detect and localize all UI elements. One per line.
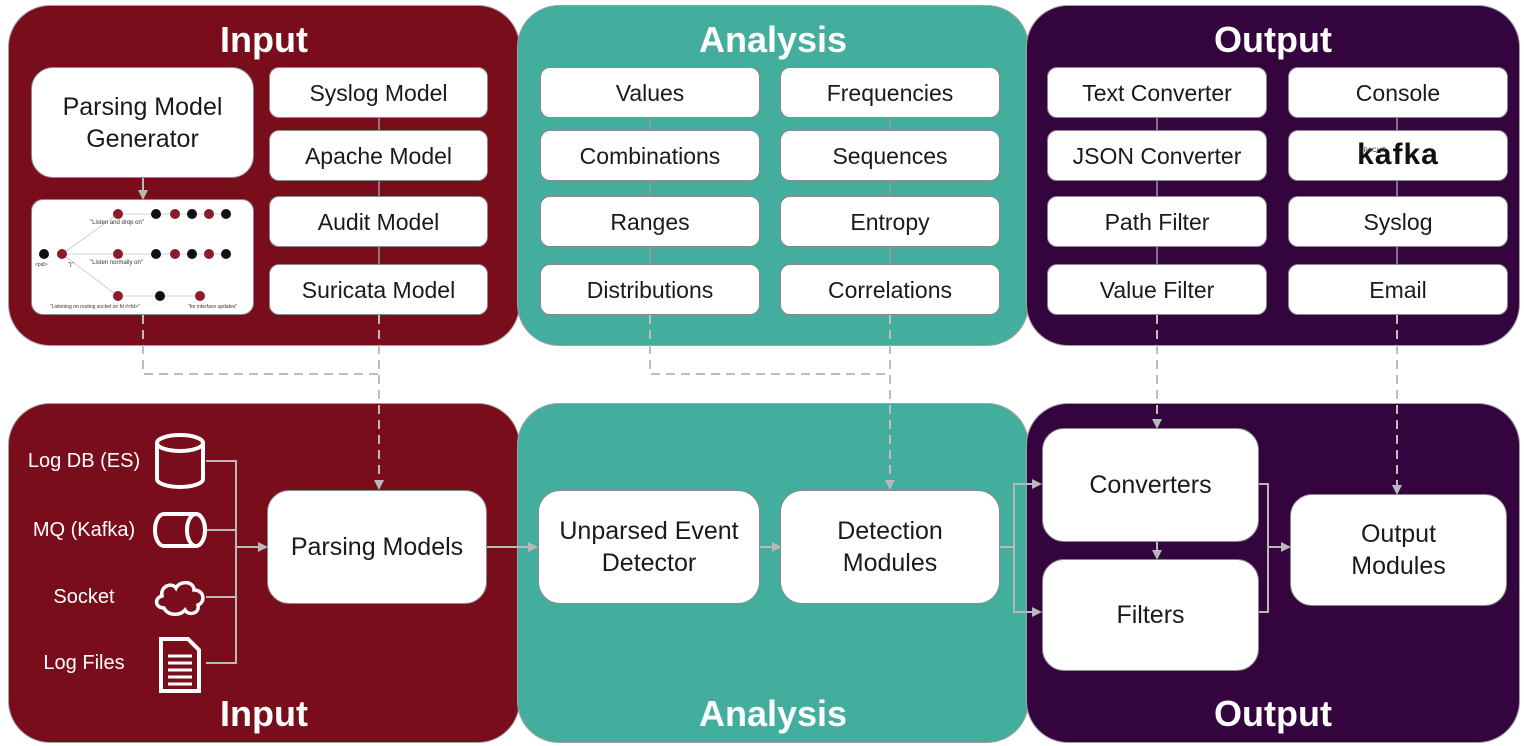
path-filter-label: Path Filter xyxy=(1104,208,1210,235)
parsing-models-box[interactable]: Parsing Models xyxy=(267,490,487,604)
tree-text-3: "Listening on routing socket on fd #<fd>… xyxy=(50,304,140,310)
values-label: Values xyxy=(615,79,685,106)
syslog-model-box[interactable]: Syslog Model xyxy=(269,67,488,118)
email-box[interactable]: Email xyxy=(1288,264,1508,315)
correlations-box[interactable]: Correlations xyxy=(780,264,1000,315)
correlations-label: Correlations xyxy=(828,276,952,303)
combinations-label: Combinations xyxy=(579,142,721,169)
ranges-label: Ranges xyxy=(610,208,690,235)
frequencies-box[interactable]: Frequencies xyxy=(780,67,1000,118)
converters-box[interactable]: Converters xyxy=(1042,428,1259,542)
syslog-output-box[interactable]: Syslog xyxy=(1288,196,1508,247)
syslog-model-label: Syslog Model xyxy=(309,79,448,106)
json-converter-box[interactable]: JSON Converter xyxy=(1047,130,1267,181)
entropy-box[interactable]: Entropy xyxy=(780,196,1000,247)
text-converter-box[interactable]: Text Converter xyxy=(1047,67,1267,118)
kafka-logo-word: kafka xyxy=(1357,138,1439,171)
message-queue-icon xyxy=(153,512,207,548)
source-log-db-label: Log DB (ES) xyxy=(27,450,141,472)
source-socket-label: Socket xyxy=(53,586,115,608)
parsing-models-label: Parsing Models xyxy=(290,533,464,561)
tree-text-6: "]:" xyxy=(68,262,75,268)
audit-model-label: Audit Model xyxy=(317,208,440,235)
tree-text-1: "Listen and drop on" xyxy=(90,220,144,226)
filters-box[interactable]: Filters xyxy=(1042,559,1259,671)
detection-modules-box[interactable]: Detection Modules xyxy=(780,490,1000,604)
text-converter-label: Text Converter xyxy=(1082,79,1232,106)
syslog-output-label: Syslog xyxy=(1363,208,1433,235)
kafka-box[interactable]: APACHE kafka xyxy=(1288,130,1508,181)
source-log-files-label: Log Files xyxy=(43,652,125,674)
tree-text-5: <pid> xyxy=(35,262,48,268)
top-output-title: Output xyxy=(1214,19,1332,60)
sequences-box[interactable]: Sequences xyxy=(780,130,1000,181)
output-modules-box[interactable]: Output Modules xyxy=(1290,494,1507,606)
frequencies-label: Frequencies xyxy=(826,79,954,106)
tree-text-4: "for interface updates" xyxy=(188,304,238,310)
suricata-model-label: Suricata Model xyxy=(301,276,456,303)
filters-label: Filters xyxy=(1116,601,1185,629)
distributions-box[interactable]: Distributions xyxy=(540,264,760,315)
email-label: Email xyxy=(1369,276,1427,303)
unparsed-event-detector-box[interactable]: Unparsed Event Detector xyxy=(538,490,760,604)
kafka-logo: APACHE kafka xyxy=(1357,140,1439,171)
document-icon xyxy=(159,637,201,693)
bottom-output-title: Output xyxy=(1214,693,1332,734)
ranges-box[interactable]: Ranges xyxy=(540,196,760,247)
entropy-label: Entropy xyxy=(850,208,930,235)
cloud-socket-icon xyxy=(154,580,205,616)
unparsed-event-detector-label: Unparsed Event Detector xyxy=(559,517,739,577)
parsing-model-generator-label: Parsing Model Generator xyxy=(62,92,223,153)
source-mq-label: MQ (Kafka) xyxy=(32,519,136,541)
value-filter-label: Value Filter xyxy=(1099,276,1215,303)
json-converter-label: JSON Converter xyxy=(1072,142,1242,169)
top-input-title: Input xyxy=(220,19,308,60)
audit-model-box[interactable]: Audit Model xyxy=(269,196,488,247)
values-box[interactable]: Values xyxy=(540,67,760,118)
database-icon xyxy=(155,433,205,489)
combinations-box[interactable]: Combinations xyxy=(540,130,760,181)
apache-model-box[interactable]: Apache Model xyxy=(269,130,488,181)
tree-text-2: "Listen normally on" xyxy=(90,260,143,266)
bottom-analysis-title: Analysis xyxy=(698,693,848,734)
bottom-input-title: Input xyxy=(220,693,308,734)
detection-modules-label: Detection Modules xyxy=(837,517,943,577)
parse-tree-preview: "Listen and drop on" "Listen normally on… xyxy=(31,199,254,315)
output-modules-label: Output Modules xyxy=(1351,520,1446,580)
converters-label: Converters xyxy=(1089,471,1212,499)
suricata-model-box[interactable]: Suricata Model xyxy=(269,264,488,315)
top-analysis-title: Analysis xyxy=(698,19,848,60)
path-filter-box[interactable]: Path Filter xyxy=(1047,196,1267,247)
distributions-label: Distributions xyxy=(586,276,714,303)
apache-model-label: Apache Model xyxy=(304,142,453,169)
console-box[interactable]: Console xyxy=(1288,67,1508,118)
parsing-model-generator-box[interactable]: Parsing Model Generator xyxy=(31,67,254,178)
sequences-label: Sequences xyxy=(832,142,948,169)
kafka-logo-super: APACHE xyxy=(1359,148,1387,154)
value-filter-box[interactable]: Value Filter xyxy=(1047,264,1267,315)
parse-tree-diagram xyxy=(39,209,231,301)
console-label: Console xyxy=(1355,79,1441,106)
